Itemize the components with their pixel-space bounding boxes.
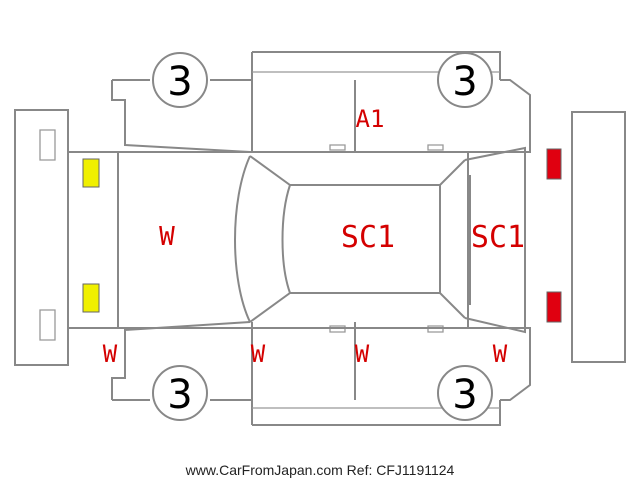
tire-front-right: 3: [152, 365, 208, 421]
tire-rating-front-left: 3: [167, 59, 192, 105]
tire-rear-left: 3: [437, 52, 493, 108]
front-bumper: [14, 109, 69, 366]
code-roof: SC1: [341, 220, 395, 255]
code-front-fender: W: [103, 340, 118, 368]
front-lamp-lower: [82, 283, 100, 313]
tire-rear-right: 3: [437, 365, 493, 421]
code-rear-door: W: [355, 340, 370, 368]
car-body-top-view: [67, 146, 526, 334]
front-lamp-upper: [82, 158, 100, 188]
source-reference: www.CarFromJapan.com Ref: CFJ1191124: [185, 462, 455, 478]
code-rear-quarter: W: [493, 340, 508, 368]
code-front-door: W: [251, 340, 266, 368]
rear-bumper: [571, 111, 626, 363]
code-upper-door: A1: [356, 105, 385, 133]
tire-rating-rear-left: 3: [452, 59, 477, 105]
code-hood: W: [159, 222, 175, 252]
code-rear-glass: SC1: [471, 220, 525, 255]
tire-front-left: 3: [152, 52, 208, 108]
tire-rating-rear-right: 3: [452, 372, 477, 418]
rear-lamp-lower: [546, 291, 562, 323]
rear-lamp-upper: [546, 148, 562, 180]
tire-rating-front-right: 3: [167, 372, 192, 418]
